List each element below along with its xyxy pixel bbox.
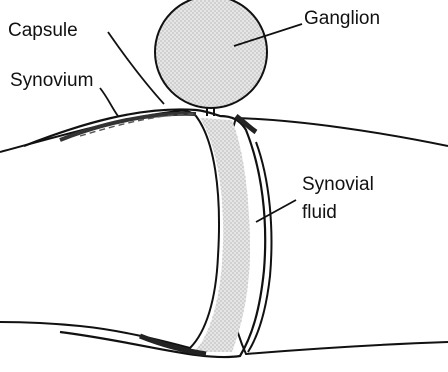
label-ganglion: Ganglion: [304, 8, 380, 29]
ganglion-cyst: [155, 0, 267, 108]
label-synovial-fluid-line1: Synovial: [302, 174, 374, 195]
left-bone: [0, 111, 219, 348]
right-bone: [224, 118, 448, 354]
label-synovial-fluid-line2: fluid: [302, 202, 337, 223]
leader-synovium: [100, 88, 118, 116]
label-synovium: Synovium: [10, 70, 93, 91]
label-capsule: Capsule: [8, 20, 78, 41]
